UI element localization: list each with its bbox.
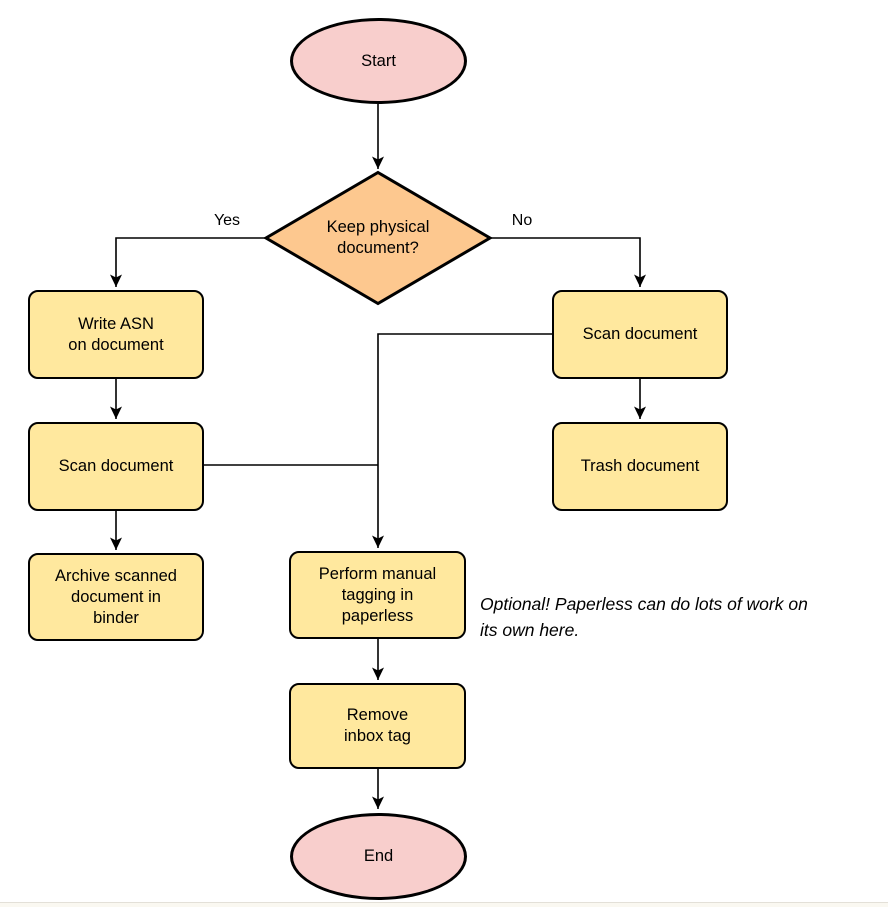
node-write-asn-on-document: Write ASN on document (28, 290, 204, 379)
edge-label-no: No (511, 212, 533, 229)
node-decision-keep-physical-document: Keep physical document? (326, 218, 430, 257)
node-archive-scanned-document-in-binder: Archive scanned document in binder (28, 553, 204, 641)
edge-decision-no-to-scan-right (490, 237, 646, 287)
edge-scan-right-to-tagging (372, 333, 552, 548)
node-scan-document-right: Scan document (552, 290, 728, 379)
edge-decision-yes-to-write-asn (110, 237, 266, 287)
edge-label-yes: Yes (213, 212, 241, 229)
node-perform-manual-tagging-in-paperless: Perform manual tagging in paperless (289, 551, 466, 639)
node-end: End (290, 813, 467, 900)
node-scan-document-left: Scan document (28, 422, 204, 511)
node-remove-inbox-tag: Remove inbox tag (289, 683, 466, 769)
window-bottom-edge (0, 902, 888, 907)
decision-diamond-shape (263, 170, 493, 306)
node-trash-document: Trash document (552, 422, 728, 511)
annotation-optional-paperless: Optional! Paperless can do lots of work … (480, 594, 808, 640)
node-start: Start (290, 18, 467, 104)
